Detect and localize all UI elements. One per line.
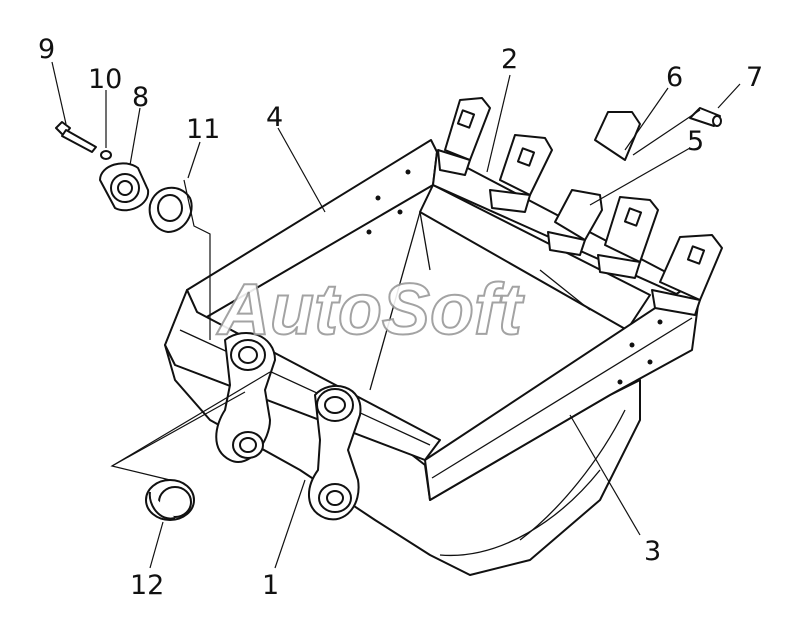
tooth-5 [651,234,723,316]
bolt [55,121,97,153]
callout-8: 8 [132,82,149,113]
right-lug [307,385,362,521]
bushing [145,479,195,521]
tooth-3 [547,189,603,256]
tooth-4 [597,196,659,279]
watermark-text: AutoSoft [216,270,525,350]
callout-3: 3 [644,536,661,567]
shim-ring [148,186,193,233]
collar [99,162,150,212]
tooth-pin [689,107,722,127]
callout-2: 2 [501,44,518,75]
tooth-point [594,111,641,161]
leader-lines [51,61,741,569]
washer [100,150,112,160]
callout-10: 10 [88,64,122,95]
callout-6: 6 [666,62,683,93]
callout-labels: 1 2 3 4 5 6 7 8 9 10 11 12 [38,34,763,601]
tooth-1 [437,97,491,176]
callout-9: 9 [38,34,55,65]
left-lug [215,331,276,463]
callout-7: 7 [746,62,763,93]
callout-5: 5 [687,126,704,157]
callout-11: 11 [186,114,220,145]
tooth-2 [489,134,553,213]
bucket-teeth [437,97,723,316]
callout-1: 1 [262,570,279,601]
callout-4: 4 [266,102,283,133]
callout-12: 12 [130,570,164,601]
